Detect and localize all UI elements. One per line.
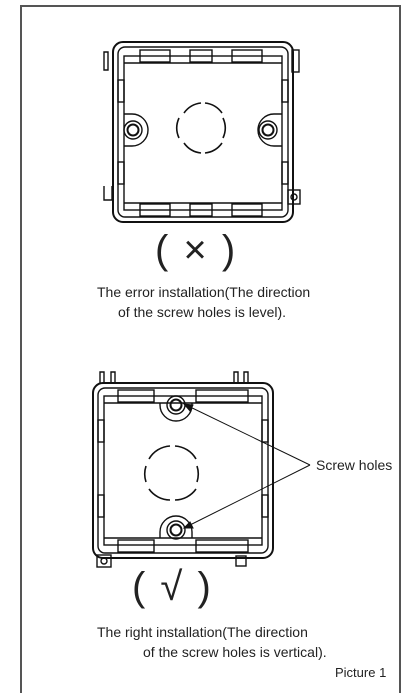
wrong-installation-box [103, 41, 301, 223]
screw-holes-callout-arrows [182, 403, 311, 529]
right-installation-box [92, 371, 274, 568]
frame-left-border [20, 5, 22, 693]
frame-top-border [20, 5, 401, 7]
frame-right-border [399, 5, 401, 693]
wrong-screw-hole-left [123, 113, 149, 147]
wrong-screw-hole-right [257, 113, 282, 147]
figure-label: Picture 1 [335, 665, 387, 680]
right-caption-line1: The right installation(The direction [97, 624, 308, 640]
right-caption-line2: of the screw holes is vertical). [143, 644, 327, 660]
wrong-mark: ( × ) [155, 228, 238, 272]
right-mark: ( √ ) [132, 565, 213, 609]
wrong-caption-line1: The error installation(The direction [97, 284, 311, 300]
screw-holes-label: Screw holes [316, 457, 393, 473]
wrong-caption-line2: of the screw holes is level). [118, 304, 287, 320]
